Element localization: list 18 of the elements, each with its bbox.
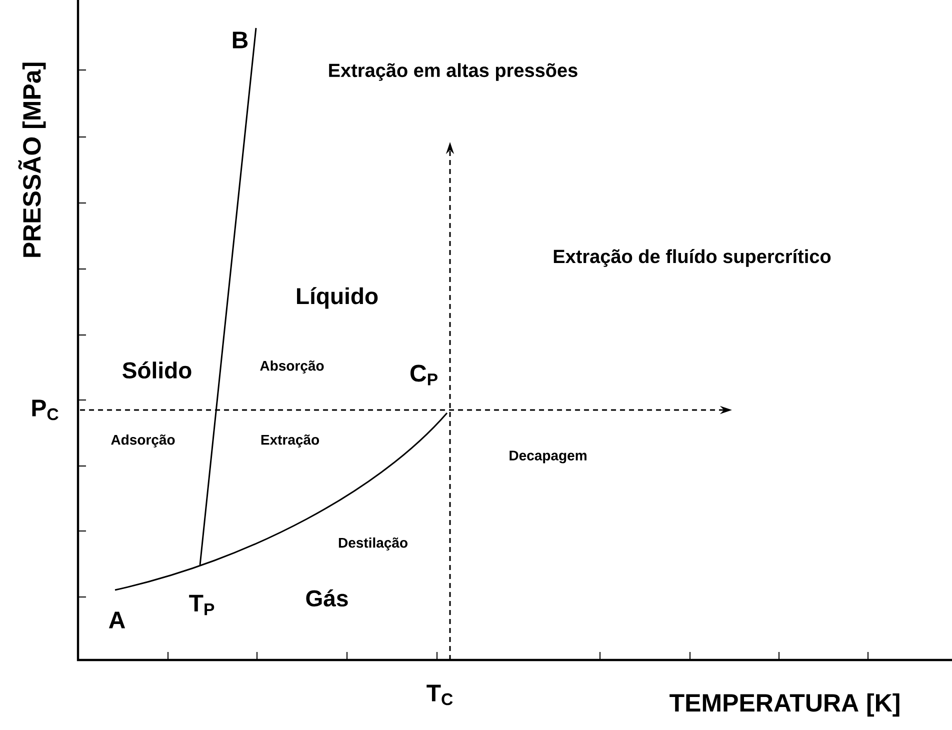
process-label: Absorção (260, 360, 324, 374)
axis-title: TEMPERATURA [K] (670, 693, 900, 717)
process-label: Extração (261, 434, 320, 448)
region-label: Extração de fluído supercrítico (554, 249, 831, 267)
point-letter: A (108, 612, 126, 628)
phase-label: Líquido (297, 287, 378, 309)
axis-mark-label: P$_{C}$ (32, 400, 58, 420)
point-letter: B (232, 32, 248, 48)
point-letter: C$_{P}$ (410, 364, 438, 386)
process-label: Adsorção (111, 434, 175, 448)
phase-label: Gás (306, 589, 348, 607)
process-label: Decapagem (510, 450, 586, 464)
axis-mark-label: T$_{P}$ (189, 594, 214, 616)
phase-label: Sólido (122, 361, 192, 379)
process-label: Destilação (338, 537, 408, 550)
axis-mark-label: T$_{C}$ (426, 684, 453, 706)
axis-title: PRESSÃO [MPa] (18, 62, 46, 257)
region-label: Extração em altas pressões (329, 63, 578, 81)
